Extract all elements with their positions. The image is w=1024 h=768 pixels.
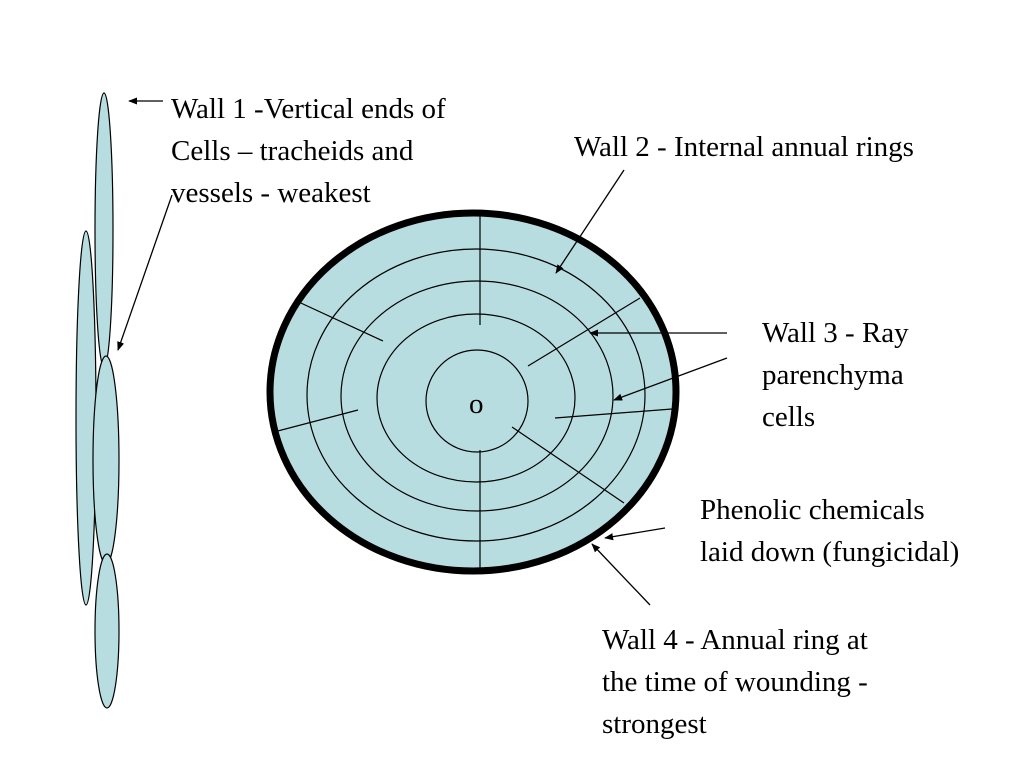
- wall4-label-line: the time of wounding -: [602, 666, 868, 698]
- wall2-label-line: Wall 2 - Internal annual rings: [574, 131, 914, 163]
- phenolic-label-line: Phenolic chemicals: [700, 494, 925, 526]
- wall4-label: Wall 4 - Annual ring at the time of woun…: [602, 619, 868, 745]
- phenolic-arrow: [604, 527, 666, 541]
- wall1-label: Wall 1 -Vertical ends of Cells – trachei…: [171, 88, 446, 214]
- wall1-label-line: vessels - weakest: [171, 177, 371, 209]
- wall1-arrow-cells: [117, 194, 173, 351]
- ray-left: [270, 409, 359, 434]
- trunk-cross-section: [266, 209, 680, 575]
- wall4-label-line: Wall 4 - Annual ring at: [602, 624, 868, 656]
- ray-right: [554, 408, 673, 419]
- wall1-label-line: Cells – tracheids and: [171, 135, 414, 167]
- annual-ring-3: [340, 280, 614, 512]
- annual-rings: [306, 248, 646, 542]
- pointer-arrows: [117, 97, 728, 606]
- ray-upper-right: [527, 297, 641, 367]
- wall3-label-line: Wall 3 - Ray: [762, 317, 909, 349]
- trunk-fill: [270, 213, 676, 571]
- annual-ring-1: [425, 349, 529, 453]
- phenolic-label-line: laid down (fungicidal): [700, 536, 960, 568]
- wood-cell-bottom: [94, 553, 120, 709]
- wall3-arrow-lower: [613, 357, 728, 401]
- wood-cell-left-long: [75, 230, 97, 606]
- wall2-label: Wall 2 - Internal annual rings: [574, 126, 914, 168]
- pith-center-mark: o: [469, 388, 484, 420]
- wall3-label-line: parenchyma: [762, 359, 904, 391]
- annual-ring-4: [306, 248, 646, 542]
- wood-cell-middle: [92, 355, 120, 565]
- wall2-arrow: [555, 169, 625, 274]
- wall3-label: Wall 3 - Ray parenchyma cells: [762, 312, 909, 438]
- wood-cell-top: [94, 92, 114, 368]
- wall1-label-line: Wall 1 -Vertical ends of: [171, 93, 446, 125]
- annual-ring-2: [376, 313, 576, 483]
- wood-cells: [75, 92, 120, 709]
- wall3-label-line: cells: [762, 401, 816, 433]
- trunk-bark-outline: [266, 209, 680, 575]
- ray-upper-left: [289, 297, 384, 342]
- wall4-label-line: strongest: [602, 708, 707, 740]
- ray-lines: [270, 213, 673, 571]
- wall4-arrow: [591, 543, 651, 606]
- ray-lower-right: [511, 426, 625, 504]
- phenolic-label: Phenolic chemicals laid down (fungicidal…: [700, 489, 959, 573]
